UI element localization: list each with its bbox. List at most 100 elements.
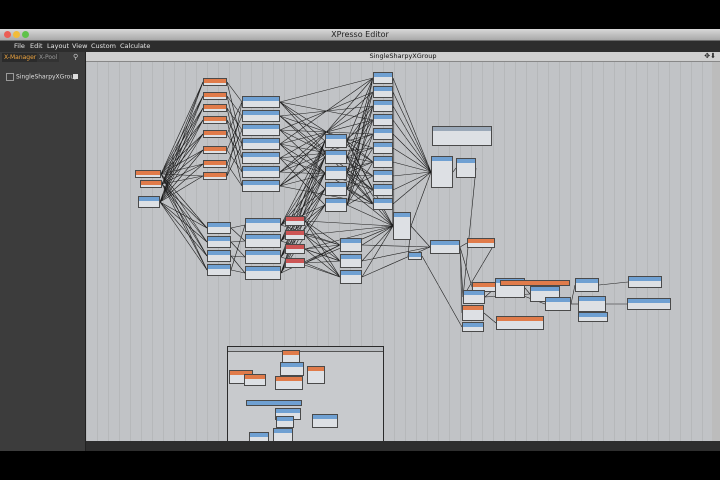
move-icon[interactable]: ✥ — [704, 52, 711, 60]
xpresso-node[interactable] — [373, 72, 393, 84]
xpresso-node[interactable] — [245, 234, 281, 248]
node-header[interactable] — [473, 283, 499, 287]
node-header[interactable] — [629, 277, 661, 281]
xpresso-node[interactable] — [203, 146, 227, 154]
node-header[interactable] — [204, 79, 226, 83]
xpresso-node[interactable] — [207, 222, 231, 234]
node-header[interactable] — [576, 279, 598, 283]
node-header[interactable] — [308, 367, 324, 371]
tree-item-group[interactable]: SingleSharpyXGroup — [6, 73, 78, 82]
down-arrow-icon[interactable]: ⬇ — [710, 52, 716, 60]
xpresso-node[interactable] — [373, 128, 393, 140]
node-header[interactable] — [246, 219, 280, 223]
node-header[interactable] — [246, 235, 280, 239]
node-header[interactable] — [531, 287, 559, 291]
node-header[interactable] — [141, 181, 161, 185]
xpresso-node[interactable] — [203, 92, 227, 100]
menu-custom[interactable]: Custom — [91, 42, 116, 50]
xpresso-node[interactable] — [275, 376, 303, 390]
node-header[interactable] — [250, 433, 268, 437]
xpresso-node[interactable] — [325, 150, 347, 164]
node-header[interactable] — [208, 223, 230, 227]
xpresso-node[interactable] — [462, 305, 484, 321]
xpresso-node[interactable] — [463, 290, 485, 304]
node-header[interactable] — [326, 151, 346, 155]
menu-calculate[interactable]: Calculate — [120, 42, 151, 50]
node-header[interactable] — [276, 409, 300, 413]
node-header[interactable] — [468, 239, 494, 243]
node-header[interactable] — [341, 271, 361, 275]
xpresso-node[interactable] — [340, 238, 362, 252]
node-header[interactable] — [341, 239, 361, 243]
node-header[interactable] — [374, 185, 392, 189]
menu-layout[interactable]: Layout — [47, 42, 70, 50]
tab-x-manager[interactable]: X-Manager — [2, 53, 39, 62]
node-header[interactable] — [374, 87, 392, 91]
xpresso-node[interactable] — [245, 250, 281, 264]
node-header[interactable] — [463, 323, 483, 327]
node-header[interactable] — [579, 313, 607, 317]
node-header[interactable] — [457, 159, 475, 163]
node-header[interactable] — [326, 135, 346, 139]
xpresso-node[interactable] — [456, 158, 476, 178]
node-header[interactable] — [326, 199, 346, 203]
xpresso-node[interactable] — [430, 240, 460, 254]
xpresso-node[interactable] — [207, 236, 231, 248]
xpresso-node[interactable] — [282, 350, 300, 364]
group-header[interactable] — [228, 347, 383, 352]
xpresso-node[interactable] — [432, 126, 492, 146]
xpresso-node[interactable] — [242, 166, 280, 178]
node-header[interactable] — [374, 129, 392, 133]
tab-x-pool[interactable]: X-Pool — [37, 53, 60, 62]
xpresso-node[interactable] — [578, 312, 608, 322]
xpresso-node[interactable] — [325, 166, 347, 180]
node-header[interactable] — [628, 299, 670, 303]
xpresso-node[interactable] — [578, 296, 606, 312]
xpresso-node[interactable] — [373, 170, 393, 182]
node-header[interactable] — [286, 259, 304, 263]
node-header[interactable] — [139, 197, 159, 201]
xpresso-node[interactable] — [203, 104, 227, 112]
node-header[interactable] — [432, 157, 452, 161]
xpresso-node[interactable] — [245, 218, 281, 232]
node-header[interactable] — [208, 265, 230, 269]
xpresso-node[interactable] — [340, 254, 362, 268]
node-header[interactable] — [243, 153, 279, 157]
xpresso-node[interactable] — [408, 252, 422, 260]
node-header[interactable] — [243, 139, 279, 143]
xpresso-node[interactable] — [285, 244, 305, 254]
node-header[interactable] — [204, 131, 226, 135]
xpresso-node[interactable] — [373, 100, 393, 112]
xpresso-node[interactable] — [500, 280, 570, 286]
xpresso-node[interactable] — [373, 184, 393, 196]
node-header[interactable] — [464, 291, 484, 295]
search-icon[interactable]: ⚲ — [73, 53, 79, 61]
node-header[interactable] — [497, 317, 543, 321]
xpresso-node[interactable] — [203, 160, 227, 168]
node-header[interactable] — [277, 417, 293, 421]
node-header[interactable] — [243, 97, 279, 101]
node-header[interactable] — [204, 173, 226, 177]
xpresso-node[interactable] — [285, 216, 305, 226]
node-header[interactable] — [374, 101, 392, 105]
xpresso-node[interactable] — [203, 130, 227, 138]
node-header[interactable] — [286, 217, 304, 221]
menu-file[interactable]: File — [14, 42, 25, 50]
node-header[interactable] — [204, 147, 226, 151]
node-header[interactable] — [286, 245, 304, 249]
node-header[interactable] — [230, 371, 252, 375]
xpresso-node[interactable] — [373, 142, 393, 154]
xpresso-node[interactable] — [307, 366, 325, 384]
node-header[interactable] — [433, 127, 491, 131]
node-header[interactable] — [374, 143, 392, 147]
node-header[interactable] — [246, 251, 280, 255]
node-header[interactable] — [204, 161, 226, 165]
menu-edit[interactable]: Edit — [30, 42, 43, 50]
node-header[interactable] — [245, 375, 265, 379]
node-header[interactable] — [374, 73, 392, 77]
vertical-scrollbar[interactable] — [712, 62, 720, 441]
node-header[interactable] — [276, 377, 302, 381]
zoom-icon[interactable] — [22, 31, 29, 38]
node-header[interactable] — [274, 429, 292, 433]
xpresso-node[interactable] — [312, 414, 338, 428]
